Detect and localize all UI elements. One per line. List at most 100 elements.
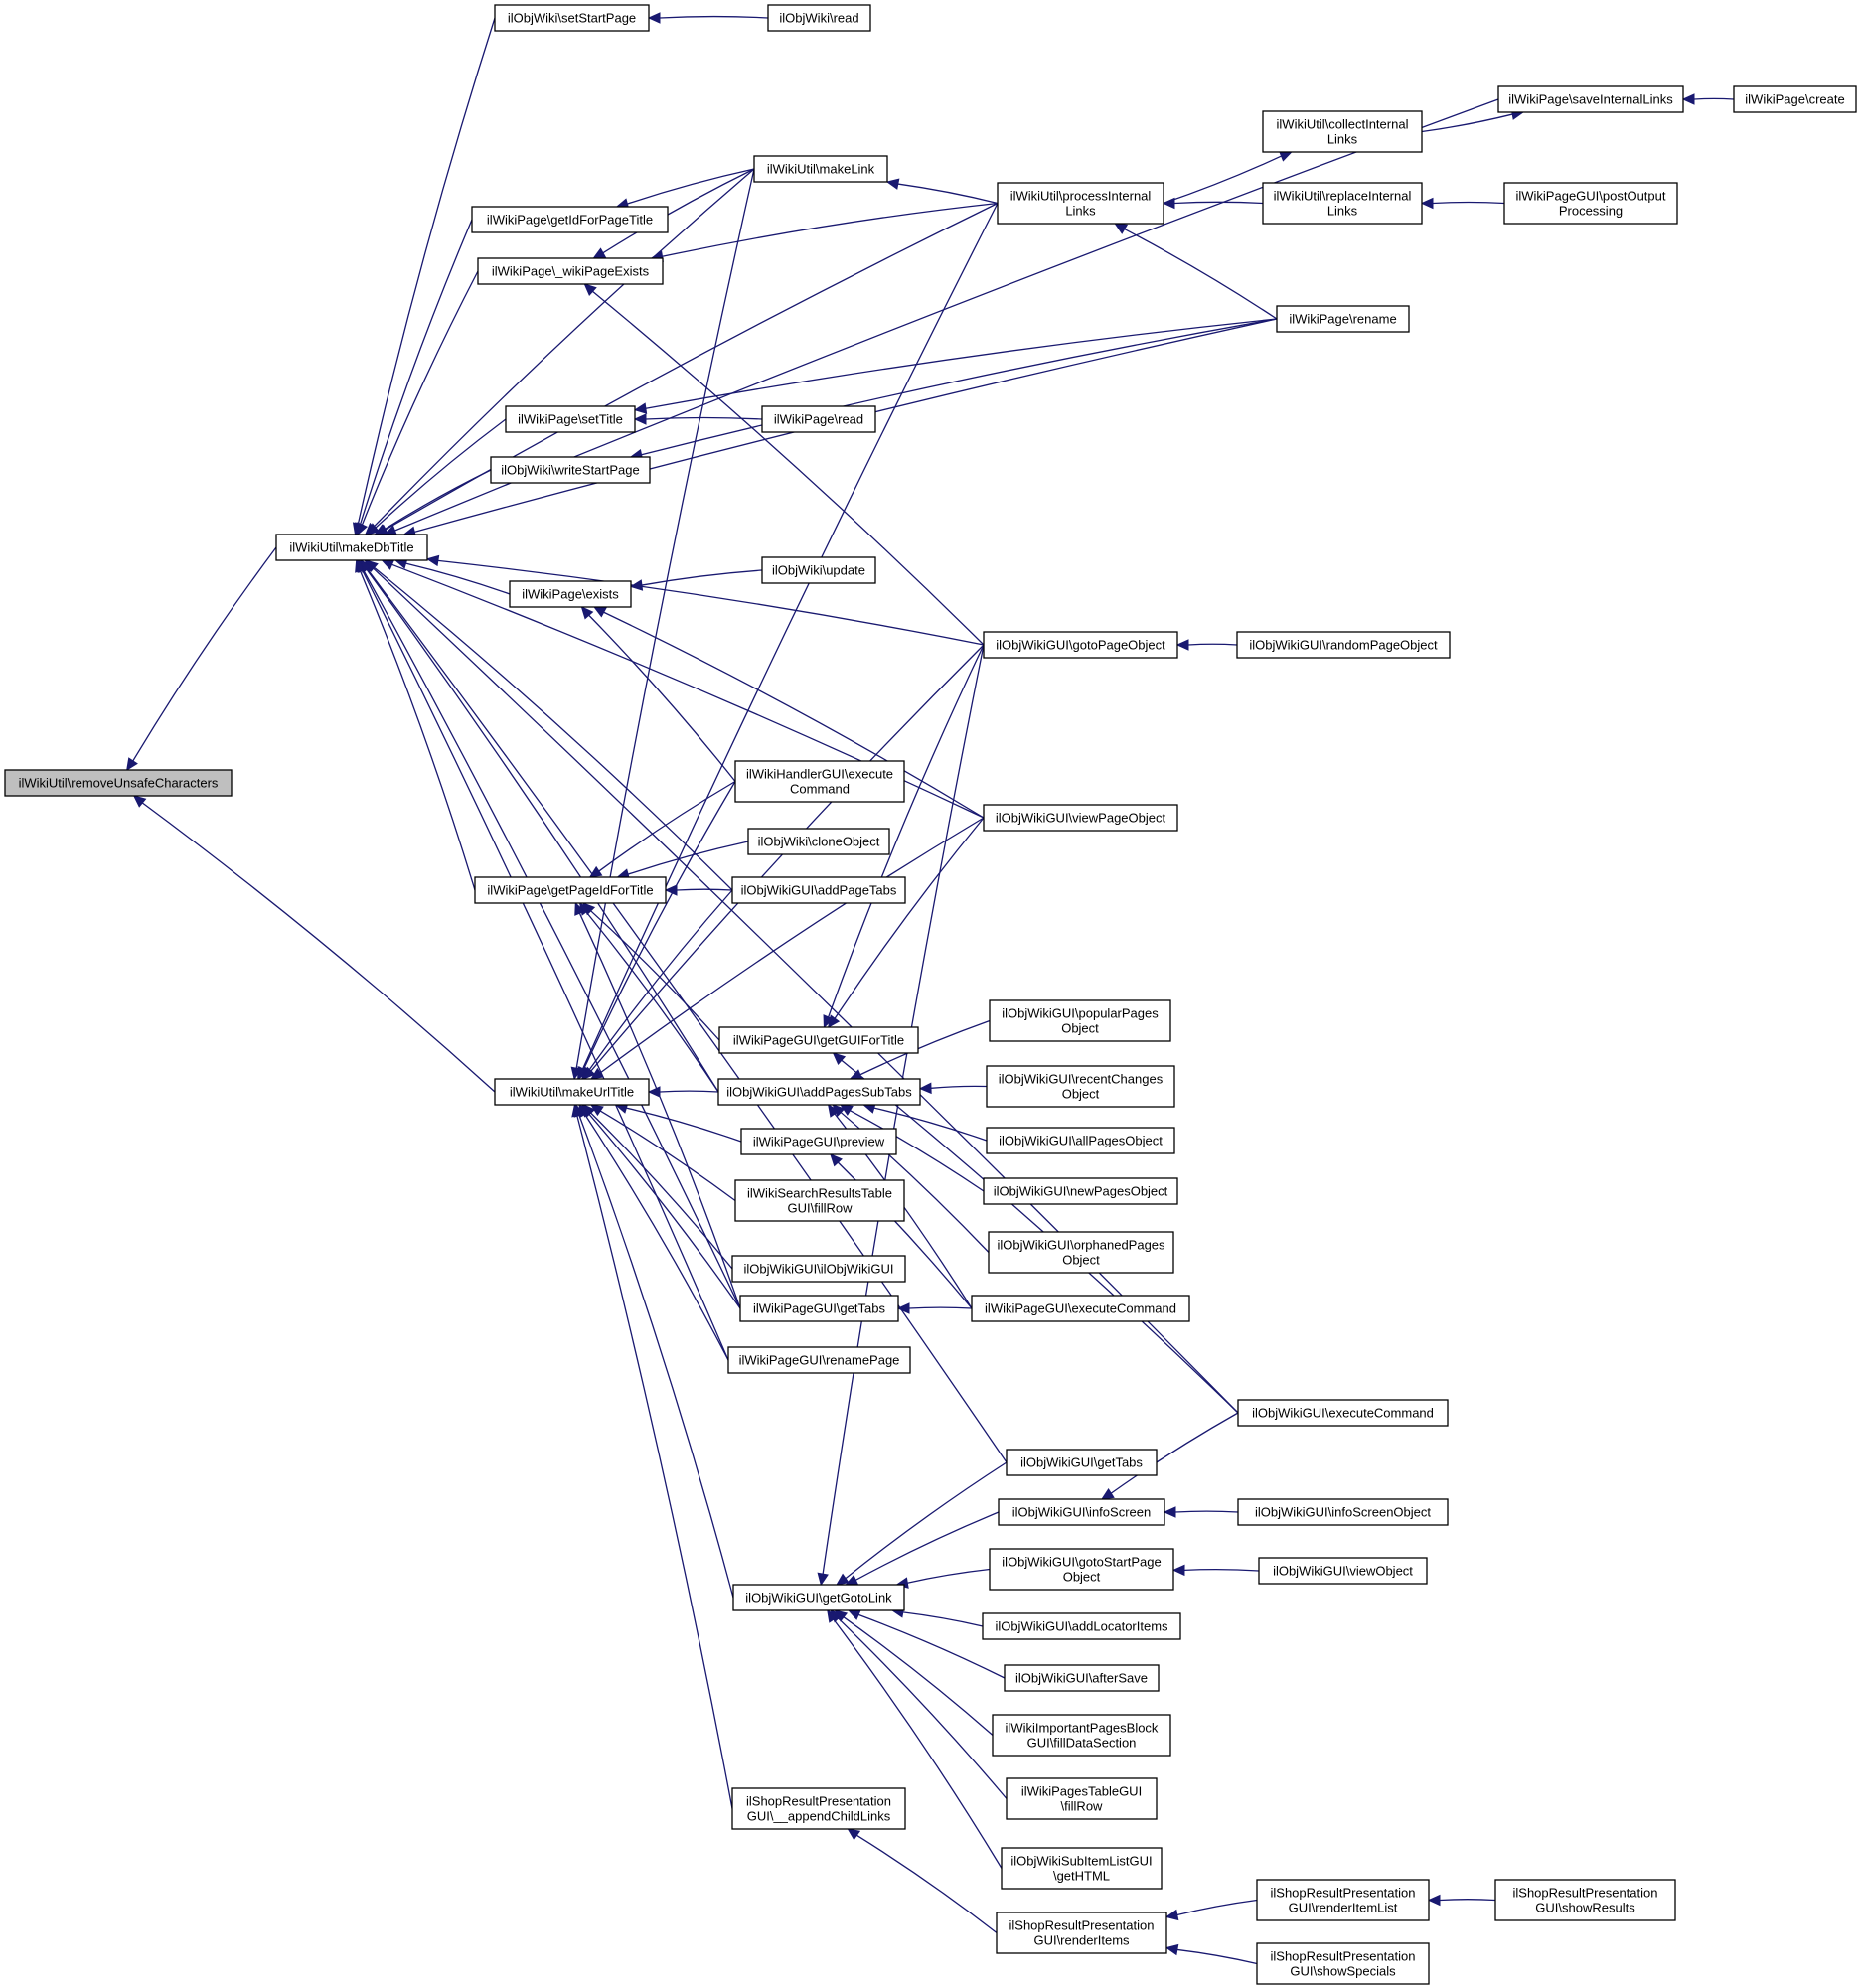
node-pageCreate[interactable]: ilWikiPage\create — [1733, 85, 1857, 113]
node-getGUIForTitle[interactable]: ilWikiPageGUI\getGUIForTitle — [718, 1026, 919, 1054]
node-makeLink[interactable]: ilWikiUtil\makeLink — [753, 155, 888, 183]
node-saveInternalLinks[interactable]: ilWikiPage\saveInternalLinks — [1497, 85, 1684, 113]
node-objWikiGuiExecute[interactable]: ilObjWikiGUI\executeCommand — [1237, 1399, 1449, 1427]
edge-rename-to-processInternal — [1114, 223, 1278, 320]
edge-line — [845, 1461, 1008, 1580]
node-randomPageObject[interactable]: ilObjWikiGUI\randomPageObject — [1236, 631, 1451, 659]
edge-appendChildLinks-to-makeUrlTitle — [571, 1103, 733, 1809]
node-pageGuiExecute[interactable]: ilWikiPageGUI\executeCommand — [971, 1295, 1190, 1322]
node-pageRead[interactable]: ilWikiPage\read — [761, 405, 876, 433]
node-getGotoLink[interactable]: ilObjWikiGUI\getGotoLink — [732, 1584, 905, 1611]
node-box — [761, 556, 876, 584]
node-box — [753, 155, 888, 183]
arrow-head-icon — [1114, 223, 1129, 234]
node-writeStartPage[interactable]: ilObjWiki\writeStartPage — [490, 456, 651, 484]
edge-pageRead-to-setTitle — [633, 413, 763, 425]
edge-line — [375, 418, 507, 529]
node-box — [734, 1179, 905, 1222]
node-getIdForPageTitle[interactable]: ilWikiPage\getIdForPageTitle — [471, 206, 669, 233]
node-handlerExecute[interactable]: ilWikiHandlerGUI\executeCommand — [734, 760, 905, 803]
node-addLocatorItems[interactable]: ilObjWikiGUI\addLocatorItems — [982, 1612, 1181, 1640]
edge-line — [1110, 1412, 1239, 1494]
node-preview[interactable]: ilWikiPageGUI\preview — [740, 1128, 897, 1155]
arrow-head-icon — [571, 1103, 583, 1118]
edge-makeLink-to-getIdForPageTitle — [615, 168, 755, 210]
node-label: ilObjWikiGUI\infoScreenObject — [1255, 1505, 1431, 1520]
node-label: \fillRow — [1061, 1799, 1104, 1814]
node-renderItemList[interactable]: ilShopResultPresentationGUI\renderItemLi… — [1256, 1879, 1430, 1921]
node-makeDbTitle[interactable]: ilWikiUtil\makeDbTitle — [275, 534, 428, 561]
node-objWikiUpdate[interactable]: ilObjWiki\update — [761, 556, 876, 584]
node-setStartPage[interactable]: ilObjWiki\setStartPage — [494, 4, 650, 32]
node-infoScreenObject[interactable]: ilObjWikiGUI\infoScreenObject — [1237, 1498, 1449, 1526]
node-exists[interactable]: ilWikiPage\exists — [509, 580, 632, 608]
node-label: ilWikiPage\getIdForPageTitle — [487, 213, 653, 228]
node-label: ilObjWiki\setStartPage — [508, 11, 636, 26]
edge-line — [857, 1613, 1006, 1679]
node-label: ilWikiUtil\makeLink — [767, 162, 875, 177]
node-setTitle[interactable]: ilWikiPage\setTitle — [505, 405, 636, 433]
node-label: Processing — [1559, 204, 1623, 219]
node-afterSave[interactable]: ilObjWikiGUI\afterSave — [1004, 1664, 1160, 1692]
node-label: Object — [1062, 1087, 1100, 1102]
node-subItemGetHTML[interactable]: ilObjWikiSubItemListGUI\getHTML — [1001, 1847, 1163, 1890]
node-getPageIdForTitle[interactable]: ilWikiPage\getPageIdForTitle — [474, 876, 667, 904]
node-appendChildLinks[interactable]: ilShopResultPresentationGUI\__appendChil… — [731, 1787, 906, 1830]
node-makeUrlTitle[interactable]: ilWikiUtil\makeUrlTitle — [494, 1078, 650, 1106]
node-removeUnsafe[interactable]: ilWikiUtil\removeUnsafeCharacters — [4, 769, 233, 797]
node-label: ilObjWiki\writeStartPage — [501, 463, 639, 478]
node-pageGuiGetTabs[interactable]: ilWikiPageGUI\getTabs — [739, 1295, 899, 1322]
edge-newPages-to-addPagesSubTabs — [839, 1104, 985, 1192]
node-box — [732, 1584, 905, 1611]
node-wikiPageExists[interactable]: ilWikiPage\_wikiPageExists — [477, 257, 664, 285]
arrow-head-icon — [1171, 1564, 1185, 1577]
node-box — [717, 1078, 921, 1106]
edge-infoScreen-to-getGotoLink — [845, 1511, 1000, 1586]
edge-line — [576, 1115, 733, 1809]
node-allPages[interactable]: ilObjWikiGUI\allPagesObject — [986, 1127, 1175, 1154]
node-viewPageObject[interactable]: ilObjWikiGUI\viewPageObject — [983, 804, 1178, 832]
edge-line — [590, 910, 720, 1041]
node-renamePage[interactable]: ilWikiPageGUI\renamePage — [727, 1346, 911, 1374]
node-label: ilObjWiki\cloneObject — [758, 835, 880, 849]
node-box — [747, 828, 890, 855]
node-rename[interactable]: ilWikiPage\rename — [1276, 305, 1410, 333]
node-box — [996, 1912, 1167, 1954]
edge-line — [590, 1112, 733, 1270]
edge-line — [372, 567, 1239, 1414]
node-box — [739, 1295, 899, 1322]
edge-line — [359, 570, 476, 891]
node-pagesTableFillRow[interactable]: ilWikiPagesTableGUI\fillRow — [1006, 1777, 1158, 1820]
edge-line — [854, 1511, 1000, 1581]
node-objWikiGuiGetTabs[interactable]: ilObjWikiGUI\getTabs — [1006, 1449, 1158, 1476]
node-newPages[interactable]: ilObjWikiGUI\newPagesObject — [983, 1177, 1178, 1205]
node-importantPages[interactable]: ilWikiImportantPagesBlockGUI\fillDataSec… — [992, 1714, 1171, 1757]
node-label: ilWikiPageGUI\preview — [753, 1135, 885, 1149]
edge-line — [837, 1161, 973, 1309]
edge-line — [1693, 97, 1735, 100]
node-objWikiRead[interactable]: ilObjWiki\read — [767, 4, 871, 32]
node-addPagesSubTabs[interactable]: ilObjWikiGUI\addPagesSubTabs — [717, 1078, 921, 1106]
nodes-layer: ilWikiUtil\removeUnsafeCharacters ilWikiU… — [4, 4, 1857, 1985]
node-gotoPageObject[interactable]: ilObjWikiGUI\gotoPageObject — [983, 631, 1178, 659]
node-infoScreen[interactable]: ilObjWikiGUI\infoScreen — [998, 1498, 1165, 1526]
edge-line — [599, 1110, 736, 1202]
node-addPageTabs[interactable]: ilObjWikiGUI\addPageTabs — [731, 876, 906, 904]
node-label: ilObjWikiGUI\getTabs — [1020, 1455, 1143, 1470]
node-viewObject[interactable]: ilObjWikiGUI\viewObject — [1258, 1557, 1428, 1585]
node-cloneObject[interactable]: ilObjWiki\cloneObject — [747, 828, 890, 855]
node-ilObjWikiGUICtor[interactable]: ilObjWikiGUI\ilObjWikiGUI — [731, 1255, 906, 1283]
edge-line — [366, 568, 719, 1093]
